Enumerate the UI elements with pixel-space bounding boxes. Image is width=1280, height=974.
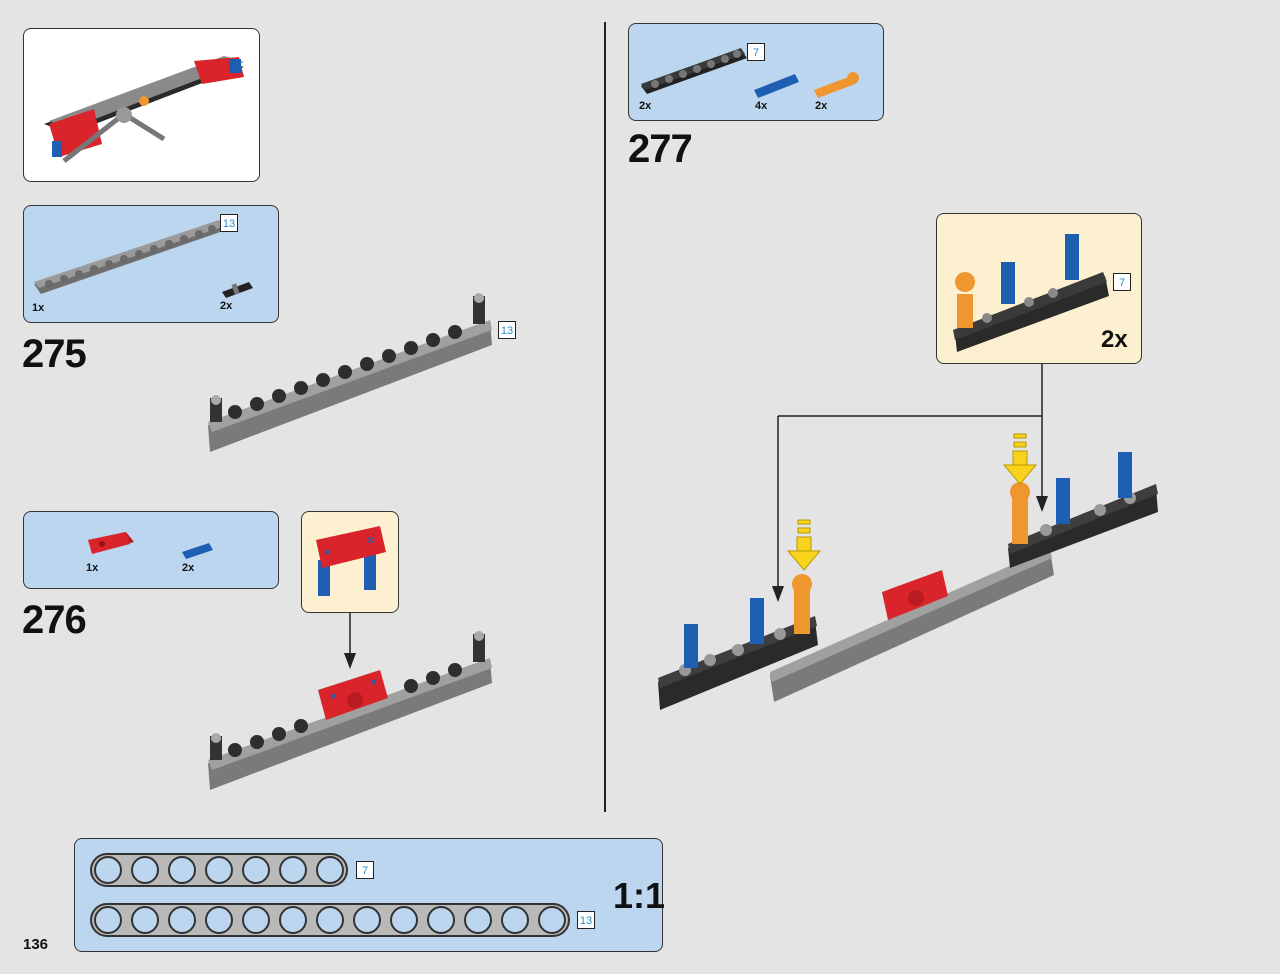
step-number: 275 [22, 332, 87, 376]
part-qty: 4x [755, 100, 768, 112]
blue-pin-icon [182, 543, 213, 559]
assembly-preview-illustration [44, 56, 244, 163]
part-qty: 2x [815, 100, 828, 112]
step-277-parts-panel: 7 2x 4x 2x [628, 23, 884, 121]
step-275-parts-panel: 13 1x 2x [23, 205, 279, 323]
svg-text:×: × [330, 689, 337, 703]
step-275-assembly-illustration [208, 293, 492, 452]
subassembly-qty: 2x [1101, 326, 1128, 353]
step-number: 276 [22, 598, 87, 642]
svg-text:×: × [367, 533, 374, 547]
part-qty: 2x [220, 300, 233, 312]
part-length-badge: 7 [1113, 273, 1131, 291]
part-qty: 2x [182, 562, 195, 574]
beam-13-icon [34, 220, 226, 294]
step-276-parts-panel: 1x 2x [23, 511, 279, 589]
svg-text:×: × [370, 675, 377, 689]
svg-text:×: × [324, 545, 331, 559]
step-276-assembly-illustration: × × [208, 631, 492, 790]
black-beam-with-pins-icon [953, 234, 1109, 352]
red-connector-icon [88, 532, 134, 554]
part-qty: 1x [32, 302, 45, 314]
beam-13-scale-icon [90, 903, 570, 937]
black-pin-icon [222, 282, 253, 298]
orange-pin-icon [814, 72, 859, 98]
part-length-badge: 7 [747, 43, 765, 61]
assembly-preview-box [23, 28, 260, 182]
part-length-badge: 13 [220, 214, 238, 232]
scale-reference-panel: 7 13 1:1 [74, 838, 666, 952]
assembly-length-badge: 13 [498, 321, 516, 339]
connector-lines [772, 364, 1048, 602]
part-qty: 2x [639, 100, 652, 112]
beam-length-badge: 13 [577, 911, 595, 929]
step-276-subassembly-box: × × [301, 511, 399, 613]
page-number: 136 [23, 936, 49, 953]
step-277-assembly-illustration [658, 433, 1158, 710]
blue-pin-icon [754, 74, 799, 98]
step-number: 277 [628, 127, 693, 171]
down-arrow-icon [344, 613, 356, 669]
scale-label: 1:1 [613, 875, 666, 916]
beam-7-scale-icon [90, 853, 348, 887]
column-divider [604, 22, 606, 812]
beam-7-black-icon [641, 48, 747, 94]
red-connector-with-pins-icon: × × [316, 526, 386, 596]
step-277-subassembly-box: 7 2x [936, 213, 1142, 364]
beam-length-badge: 7 [356, 861, 374, 879]
part-qty: 1x [86, 562, 99, 574]
